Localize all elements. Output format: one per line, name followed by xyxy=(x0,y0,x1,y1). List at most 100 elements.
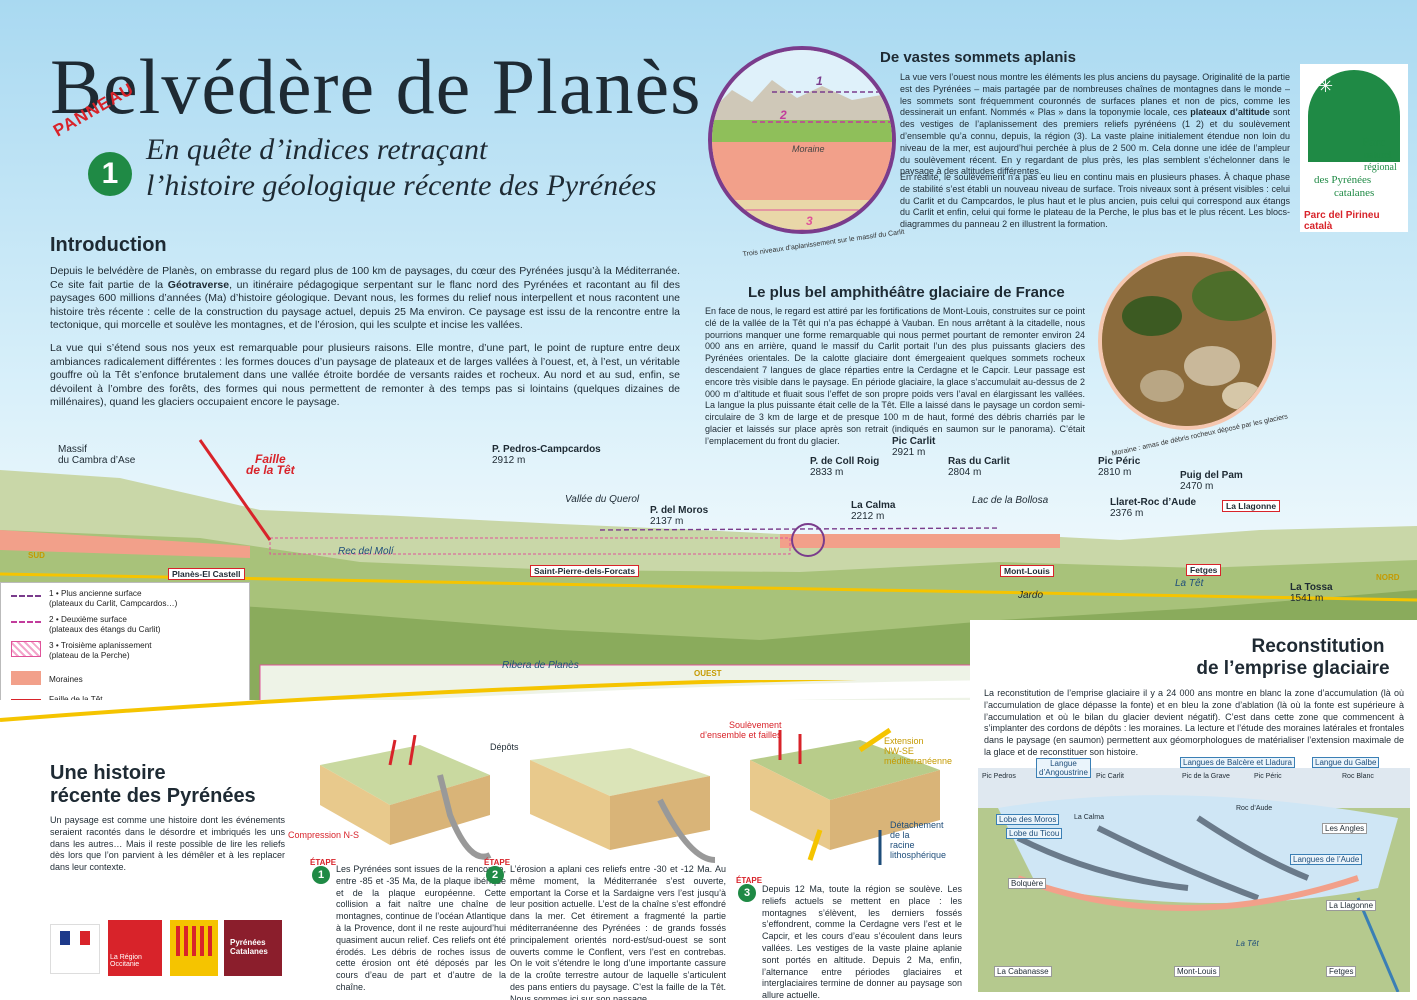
legend-swatch-4 xyxy=(11,671,41,685)
jardo-label: Jardo xyxy=(1018,590,1044,601)
intro-paragraph-2: La vue qui s’étend sous nos yeux est rem… xyxy=(50,342,680,409)
parc-line-5: catalanes xyxy=(1334,187,1375,199)
legend-swatch-2 xyxy=(11,621,41,623)
aplanissement-circle-illustration: 1 2 3 Moraine xyxy=(708,46,896,234)
detachement-label: Détachement de la racine lithosphérique xyxy=(890,820,947,860)
intro-paragraph-1: Depuis le belvédère de Planès, on embras… xyxy=(50,265,680,333)
level-2-marker: 2 xyxy=(780,108,787,122)
reco-bolquere: Bolquère xyxy=(1008,878,1047,889)
saint-pierre-tag: Saint-Pierre-dels-Forcats xyxy=(530,565,640,577)
moraine-photo-svg xyxy=(1102,256,1272,426)
subtitle-line-2: l’histoire géologique récente des Pyréné… xyxy=(146,169,657,202)
compression-label: Compression N-S xyxy=(288,830,360,840)
reco-tet: La Têt xyxy=(1236,939,1259,948)
glacier-map xyxy=(978,768,1410,992)
panneau-number-badge: 1 xyxy=(88,152,132,196)
subtitle-line-1: En quête d’indices retraçant xyxy=(146,133,488,166)
prefet-logo xyxy=(50,924,100,974)
histoire-heading: Une histoire récente des Pyrénées xyxy=(50,762,256,808)
legend-row-4: Moraines xyxy=(49,675,83,684)
reco-rocblanc: Roc Blanc xyxy=(1342,773,1374,780)
aplanissement-svg xyxy=(712,50,892,230)
page-subtitle: En quête d’indices retraçant l’histoire … xyxy=(146,132,706,204)
level-1-marker: 1 xyxy=(816,74,823,88)
reco-fetges: Fetges xyxy=(1326,966,1357,977)
massif-cambra-label: Massif du Cambra d’Ase xyxy=(58,444,136,466)
intro-heading: Introduction xyxy=(50,234,167,256)
reco-calma: La Calma xyxy=(1074,814,1104,821)
histoire-heading-line-1: Une histoire xyxy=(50,762,166,784)
level-3-marker: 3 xyxy=(806,214,813,228)
vallee-querol-label: Vallée du Querol xyxy=(565,494,640,505)
reco-angles: Les Angles xyxy=(1322,823,1368,834)
etape-2-text: L’érosion a aplani ces reliefs entre -30… xyxy=(510,864,726,1000)
etape-3-badge: 3 xyxy=(738,884,756,902)
legend-swatch-1 xyxy=(11,595,41,597)
ouest-direction: OUEST xyxy=(694,669,722,678)
histoire-heading-line-2: récente des Pyrénées xyxy=(50,785,256,807)
reco-cabanasse: La Cabanasse xyxy=(994,966,1052,977)
parc-naturel-logo: ✳ Parc naturel régional des Pyrénées cat… xyxy=(1300,64,1408,232)
etape-3-text: Depuis 12 Ma, toute la région se soulève… xyxy=(762,884,962,1000)
reco-galbe: Langue du Galbe xyxy=(1312,757,1380,768)
block-diagram-1 xyxy=(320,735,492,860)
intro-p1-a: Depuis le belvédère de Planès, on embras… xyxy=(50,265,680,291)
block-diagram-2 xyxy=(530,748,716,863)
faille-tet-label: Faille de la Têt xyxy=(246,452,295,477)
occitanie-text: La Région Occitanie xyxy=(110,954,142,968)
legend-row-5: Faille de la Têt xyxy=(49,695,103,705)
intro-p1-b: , un itinéraire pédagogique serpentant s… xyxy=(50,278,681,332)
sommets-p1-b: sont des vestiges de l’aplanissement des… xyxy=(900,107,1291,177)
pyrenees-catalanes-text: Pyrénées Catalanes xyxy=(230,938,268,956)
amphi-heading: Le plus bel amphithéâtre glaciaire de Fr… xyxy=(748,284,1065,301)
asterisk-icon: ✳ xyxy=(1318,76,1334,96)
legend-row-3: 3 • Troisième aplanissement (plateau de … xyxy=(49,641,152,660)
etape-3-word: ÉTAPE xyxy=(736,876,763,885)
reco-heading-line-1: Reconstitution xyxy=(1251,636,1385,657)
extension-label: Extension NW-SE méditerranéenne xyxy=(884,736,953,766)
fetges-tag: Fetges xyxy=(1186,564,1222,576)
reco-pic-pedros: Pic Pedros xyxy=(982,773,1016,780)
occitanie-logo: La Région Occitanie xyxy=(108,920,162,976)
reco-paragraph: La reconstitution de l’emprise glaciaire… xyxy=(984,688,1404,757)
map-legend: 1 • Plus ancienne surface (plateaux du C… xyxy=(0,582,250,717)
llagonne-tag: La Llagonne xyxy=(1222,500,1281,512)
sud-direction: SUD xyxy=(28,551,45,560)
parc-logo-shape xyxy=(1308,70,1400,162)
pyrenees-catalanes-logo: Pyrénées Catalanes xyxy=(224,920,282,976)
histoire-paragraph: Un paysage est comme une histoire dont l… xyxy=(50,815,285,873)
reco-montlouis: Mont-Louis xyxy=(1174,966,1220,977)
etape-2-badge: 2 xyxy=(486,866,504,884)
etape-2-word: ÉTAPE xyxy=(484,858,511,867)
legend-row-1: 1 • Plus ancienne surface (plateaux du C… xyxy=(49,589,178,608)
sommets-heading: De vastes sommets aplanis xyxy=(880,49,1076,66)
reco-grave: Pic de la Grave xyxy=(1182,773,1230,780)
planes-tag: Planès-El Castell xyxy=(168,568,245,580)
tet-label: La Têt xyxy=(1175,578,1204,589)
sommets-paragraph-2: En réalité, le soulèvement n’a pas eu li… xyxy=(900,172,1290,230)
reco-peric: Pic Péric xyxy=(1254,773,1282,780)
legend-row-2: 2 • Deuxième surface (plateaux des étang… xyxy=(49,615,161,634)
montlouis-tag: Mont-Louis xyxy=(1000,565,1054,577)
legend-swatch-3 xyxy=(11,641,41,657)
amphi-paragraph: En face de nous, le regard est attiré pa… xyxy=(705,306,1085,446)
block-diagram-3 xyxy=(750,727,940,865)
parc-line-2: naturel xyxy=(1364,150,1392,161)
reco-moros: Lobe des Moros xyxy=(996,814,1060,825)
parc-line-6: Parc del Pirineu català xyxy=(1304,210,1380,232)
page-title: Belvédère de Planès xyxy=(50,43,702,130)
sommets-p1-a: La vue vers l’ouest nous montre les élém… xyxy=(900,72,1290,118)
etape-1-badge: 1 xyxy=(312,866,330,884)
reco-angoustrine: Langue d’Angoustrine xyxy=(1036,758,1091,778)
reco-pic-carlit: Pic Carlit xyxy=(1096,773,1125,780)
reco-ticou: Lobe du Ticou xyxy=(1006,828,1063,839)
nord-direction: NORD xyxy=(1376,573,1400,582)
reco-heading: Reconstitution de l’emprise glaciaire xyxy=(1196,636,1417,680)
sommets-paragraph-1: La vue vers l’ouest nous montre les élém… xyxy=(900,72,1290,178)
